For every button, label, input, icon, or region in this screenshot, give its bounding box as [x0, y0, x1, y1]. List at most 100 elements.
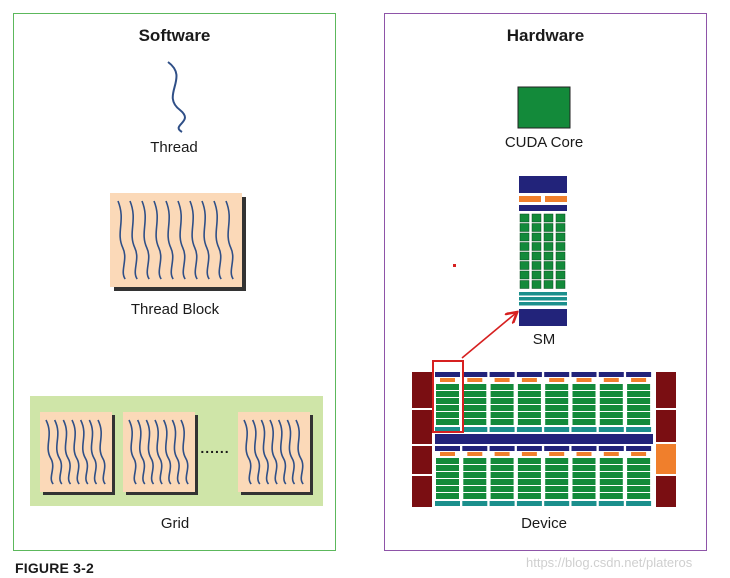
device-sm — [517, 419, 541, 425]
device-sm — [436, 479, 459, 485]
device-sm — [545, 458, 569, 464]
device-sm — [490, 458, 514, 464]
device-sm — [627, 398, 651, 404]
device-sm — [490, 391, 514, 397]
device-sm — [571, 501, 597, 506]
device-sm — [517, 465, 541, 471]
device-sm — [463, 458, 487, 464]
device-sm — [576, 378, 592, 382]
device-sm — [436, 412, 459, 418]
sm-core — [531, 213, 542, 223]
thread-line — [162, 419, 172, 485]
device-sm — [599, 479, 623, 485]
device-sm — [572, 405, 596, 411]
sm-scheduler — [519, 176, 567, 193]
device-sm — [517, 479, 541, 485]
device-io — [412, 446, 432, 474]
device-sm — [544, 446, 570, 451]
thread-line — [88, 419, 98, 485]
device-sm — [494, 378, 510, 382]
device-sm — [436, 419, 459, 425]
device-sm — [435, 427, 460, 432]
sm-core — [543, 270, 554, 280]
sm-core — [519, 261, 530, 270]
device-sm — [462, 427, 488, 432]
device-sm — [572, 412, 596, 418]
sm-core — [531, 270, 542, 280]
thread-line — [145, 419, 155, 485]
sm-core — [519, 213, 530, 223]
device-sm — [545, 472, 569, 478]
sm-core — [531, 251, 542, 261]
device-sm — [544, 372, 570, 377]
thread-line — [117, 200, 126, 280]
device-sm — [545, 398, 569, 404]
sm-cache — [519, 297, 567, 301]
device-sm — [462, 501, 488, 506]
device-sm — [626, 501, 652, 506]
thread-line — [225, 200, 234, 280]
device-sm — [572, 458, 596, 464]
device-sm — [516, 427, 542, 432]
device-sm — [463, 391, 487, 397]
thread-line — [260, 419, 270, 485]
device-sm — [626, 427, 652, 432]
thread-line — [71, 419, 80, 485]
device-sm — [463, 465, 487, 471]
thread-line — [165, 200, 174, 280]
device-sm — [463, 412, 487, 418]
device-sm — [599, 412, 623, 418]
device-sm — [435, 446, 460, 451]
device-io — [412, 476, 432, 507]
sm-core — [543, 223, 554, 232]
device-sm — [627, 419, 651, 425]
device-sm — [436, 405, 459, 411]
device-label: Device — [521, 515, 567, 532]
device-sm — [572, 465, 596, 471]
device-sm — [490, 384, 514, 390]
device-sm — [598, 446, 624, 451]
device-sm — [598, 501, 624, 506]
sm-core — [531, 242, 542, 251]
thread-line — [213, 200, 222, 280]
sm-l1 — [519, 309, 567, 326]
device-sm — [435, 501, 460, 506]
thread-line — [269, 419, 278, 485]
device-sm — [571, 372, 597, 377]
device-sm — [631, 452, 647, 456]
device-sm — [489, 427, 515, 432]
device-sm — [463, 486, 487, 492]
thread-line — [53, 419, 63, 485]
device-sm — [463, 479, 487, 485]
device-sm — [603, 378, 619, 382]
device-sm — [599, 472, 623, 478]
device-sm — [627, 405, 651, 411]
device-sm — [517, 458, 541, 464]
device-sm — [545, 391, 569, 397]
device-io — [656, 476, 676, 507]
device-sm — [521, 452, 537, 456]
sm-core — [555, 242, 566, 251]
device-sm — [572, 472, 596, 478]
thread-block-icon — [110, 193, 246, 291]
sm-core — [519, 280, 530, 289]
device-sm — [549, 452, 565, 456]
device-sm — [572, 486, 596, 492]
device-sm — [490, 493, 514, 499]
device-sm — [517, 472, 541, 478]
sm-core — [555, 251, 566, 261]
sm-core — [531, 280, 542, 289]
device-sm — [517, 493, 541, 499]
sm-core — [519, 242, 530, 251]
device-sm — [436, 465, 459, 471]
figure-caption: FIGURE 3-2 — [15, 560, 95, 576]
device-sm — [603, 452, 619, 456]
sm-core — [543, 213, 554, 223]
device-sm — [517, 391, 541, 397]
cuda-core-icon — [517, 86, 571, 129]
device-sm — [462, 446, 488, 451]
device-sm — [436, 458, 459, 464]
sm-core — [519, 251, 530, 261]
device-sm — [435, 372, 460, 377]
sm-core — [543, 280, 554, 289]
